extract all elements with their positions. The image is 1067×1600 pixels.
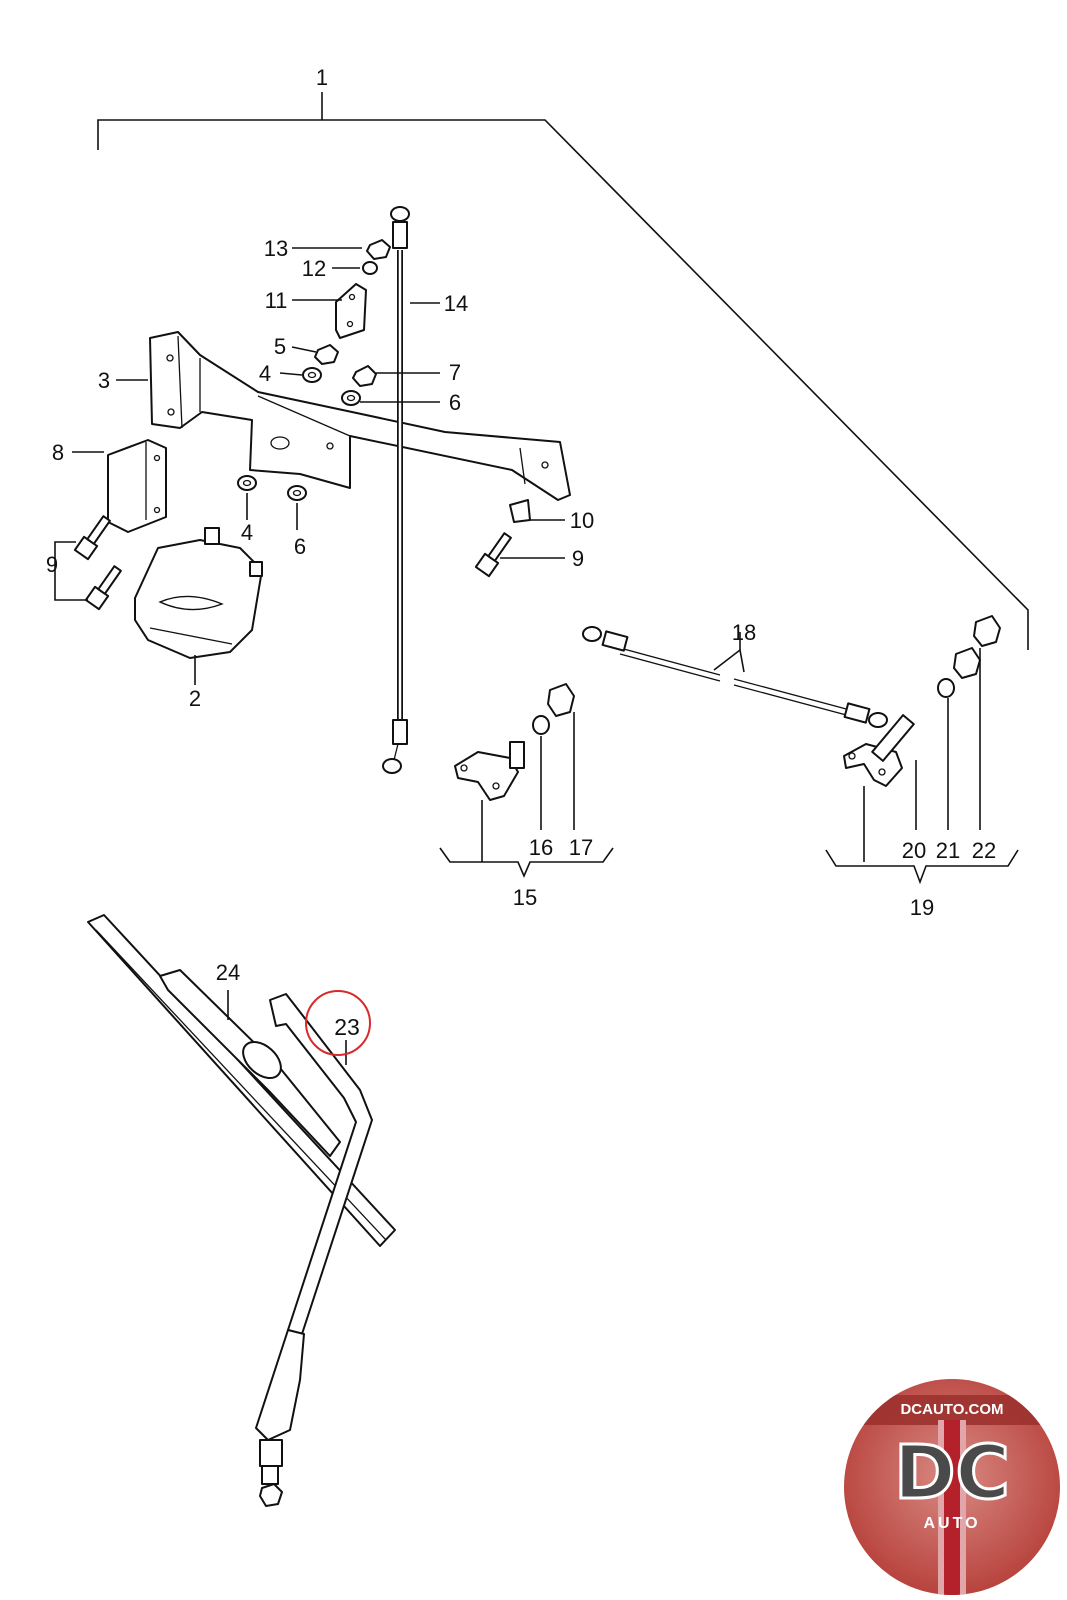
washer-and-nut-parts	[237, 239, 531, 523]
logo-main-text: DC	[894, 1430, 1010, 1516]
wiper-arm-23	[255, 993, 373, 1507]
callout-6: 6	[449, 390, 461, 415]
callout-9: 9	[572, 546, 584, 571]
leader-lines	[54, 247, 1019, 1065]
crank-arm-19	[843, 615, 1001, 787]
callout-23: 23	[334, 1014, 360, 1040]
callout-4: 4	[259, 361, 271, 386]
callout-3: 3	[98, 368, 110, 393]
callout-9: 9	[46, 552, 58, 577]
logo-bottom-text: AUTO	[923, 1515, 980, 1532]
callout-19: 19	[910, 895, 934, 920]
crank-arm-15	[454, 683, 575, 801]
callout-15: 15	[513, 885, 537, 910]
callout-20: 20	[902, 838, 926, 863]
callout-14: 14	[444, 291, 468, 316]
logo-top-text: DCAUTO.COM	[900, 1401, 1003, 1418]
callout-22: 22	[972, 838, 996, 863]
callout-7: 7	[449, 360, 461, 385]
callout-16: 16	[529, 835, 553, 860]
bolt-parts	[73, 515, 512, 611]
callout-12: 12	[302, 256, 326, 281]
callout-10: 10	[570, 508, 594, 533]
callout-5: 5	[274, 334, 286, 359]
callout-18: 18	[732, 620, 756, 645]
angle-bracket-part	[107, 439, 167, 533]
callout-2: 2	[189, 686, 201, 711]
callout-11: 11	[265, 288, 288, 313]
highlight-circle	[305, 990, 371, 1056]
dcauto-logo: DCAUTO.COM DC AUTO	[844, 1379, 1060, 1595]
callout-13: 13	[264, 236, 288, 261]
callout-17: 17	[569, 835, 593, 860]
connecting-rod-14	[382, 206, 410, 774]
wiper-motor-part	[134, 527, 263, 659]
wiper-frame-part	[149, 331, 571, 501]
callout-4: 4	[241, 520, 253, 545]
wiper-blade-24	[87, 914, 396, 1247]
linkage-rod-18	[582, 626, 888, 728]
callout-8: 8	[52, 440, 64, 465]
callout-24: 24	[216, 960, 240, 985]
callout-labels: 1 2 3 4 4 5 6 6 7 8 9 9 10 11 12 13 14 1…	[46, 65, 996, 1040]
callout-6: 6	[294, 534, 306, 559]
callout-1: 1	[316, 65, 328, 90]
callout-21: 21	[936, 838, 960, 863]
assembly-bracket-1	[97, 92, 1029, 650]
